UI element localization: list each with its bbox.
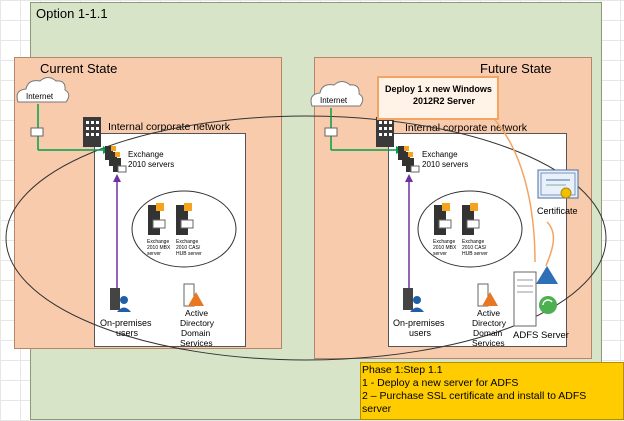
current-cas-label-3: HUB server	[176, 251, 202, 257]
future-cas-server-icon	[462, 203, 480, 235]
current-ad-icon	[183, 283, 204, 307]
scope-ellipse	[5, 115, 607, 361]
option-title: Option 1-1.1	[36, 6, 108, 21]
future-cas-label-1: Exchange	[462, 239, 485, 245]
current-ad-label-4: Services	[180, 338, 213, 348]
future-mbx-label-2: 2010 MBX	[433, 245, 457, 251]
current-exchange-label-1: Exchange	[128, 150, 164, 159]
current-mbx-label-2: 2010 MBX	[147, 245, 171, 251]
adfs-server-label: ADFS Server	[513, 330, 569, 341]
future-cas-label-3: HUB server	[462, 251, 488, 257]
current-mbx-server-icon	[148, 203, 166, 235]
future-exchange-stack-icon	[398, 146, 420, 173]
current-ad-label-1: Active	[185, 308, 209, 318]
current-state-title: Current State	[40, 61, 118, 76]
future-ad-label-2: Directory	[472, 318, 507, 328]
current-internet-label: Internet	[26, 92, 54, 101]
current-users-link	[113, 174, 121, 290]
future-exchange-label-2: 2010 servers	[422, 160, 469, 169]
current-cas-label-1: Exchange	[176, 239, 199, 245]
current-users-label-1: On-premises	[100, 318, 152, 328]
future-ad-label-1: Active	[477, 308, 501, 318]
future-ad-icon	[477, 283, 498, 307]
future-internet-label: Internet	[320, 96, 348, 105]
future-firewall-box	[324, 127, 338, 137]
deploy-callout-line1: Deploy 1 x new Windows	[385, 84, 492, 94]
future-exchange-label-1: Exchange	[422, 150, 458, 159]
future-ad-label-4: Services	[472, 338, 505, 348]
current-users-icon	[110, 288, 131, 312]
phase-note-line1: 1 - Deploy a new server for ADFS	[362, 377, 519, 389]
future-network-label: Internal corporate network	[405, 122, 527, 134]
current-ad-label-3: Domain	[181, 328, 211, 338]
future-internet-cloud	[310, 81, 364, 107]
future-building-icon	[376, 117, 394, 147]
future-state-title: Future State	[480, 61, 552, 76]
current-mbx-label-3: server	[147, 251, 161, 257]
phase-note-line3: server	[362, 403, 392, 415]
phase-note-line2: 2 – Purchase SSL certificate and install…	[362, 390, 587, 402]
current-exchange-stack-icon	[105, 146, 127, 173]
future-users-label-2: users	[409, 328, 432, 338]
current-internet-cloud	[16, 77, 70, 103]
current-exchange-label-2: 2010 servers	[128, 160, 175, 169]
future-users-icon	[403, 288, 424, 312]
current-cas-label-2: 2010 CAS/	[176, 245, 201, 251]
current-mbx-label-1: Exchange	[147, 239, 170, 245]
current-cas-server-icon	[176, 203, 194, 235]
certificate-icon	[537, 169, 579, 199]
current-users-label-2: users	[116, 328, 139, 338]
future-users-link	[405, 174, 413, 290]
future-mbx-server-icon	[434, 203, 452, 235]
deploy-callout-box	[377, 76, 499, 120]
current-building-icon	[83, 117, 101, 147]
deploy-callout-line2: 2012R2 Server	[413, 96, 476, 106]
future-users-label-1: On-premises	[393, 318, 445, 328]
certificate-label: Certificate	[537, 206, 578, 216]
phase-note-title: Phase 1:Step 1.1	[362, 364, 443, 376]
phase-note-box	[360, 362, 624, 420]
future-mbx-label-1: Exchange	[433, 239, 456, 245]
current-firewall-box	[30, 127, 44, 137]
adfs-server-icon	[513, 266, 558, 327]
future-ad-label-3: Domain	[473, 328, 503, 338]
current-ad-label-2: Directory	[180, 318, 215, 328]
future-cas-label-2: 2010 CAS/	[462, 245, 487, 251]
future-mbx-label-3: server	[433, 251, 447, 257]
